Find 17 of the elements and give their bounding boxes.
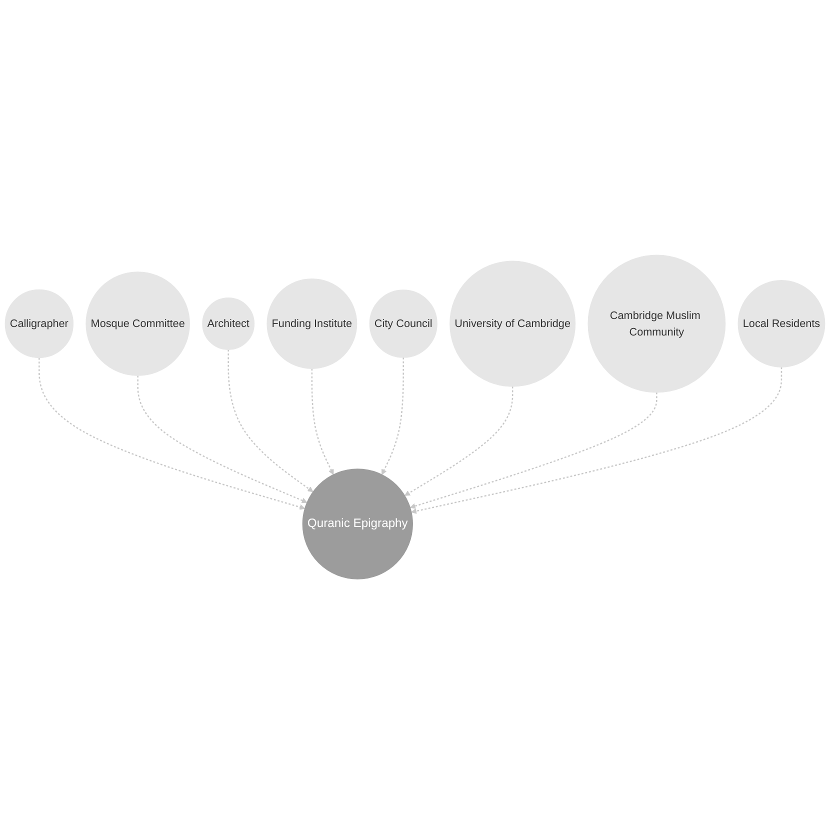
- node-circle: Architect: [202, 297, 255, 350]
- node-circle: Local Residents: [738, 280, 826, 368]
- arrow: [137, 376, 308, 504]
- arrow: [404, 386, 514, 496]
- arrow: [411, 367, 782, 514]
- node-circle: Cambridge Muslim Community: [588, 254, 726, 393]
- node-circle: Calligrapher: [4, 289, 74, 358]
- node-circle: University of Cambridge: [450, 260, 576, 387]
- node-circle: Quranic Epigraphy: [302, 468, 413, 580]
- node-circle: City Council: [369, 290, 438, 358]
- arrow: [410, 392, 658, 509]
- arrow: [228, 350, 314, 492]
- node-circle: Funding Institute: [266, 278, 358, 369]
- arrow: [311, 368, 334, 475]
- arrow: [38, 358, 306, 510]
- node-circle: Mosque Committee: [86, 272, 190, 376]
- arrow: [382, 357, 404, 475]
